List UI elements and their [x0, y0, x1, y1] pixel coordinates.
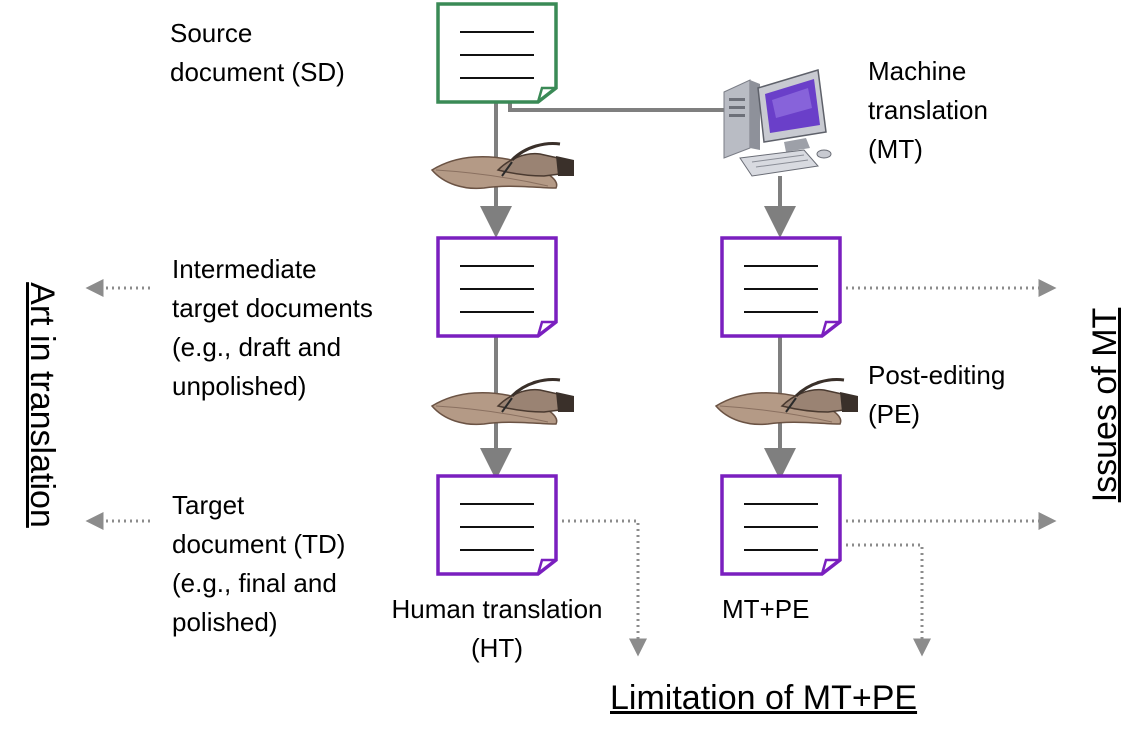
- source-document-icon: [436, 2, 558, 104]
- target-document-label: Target document (TD) (e.g., final and po…: [172, 490, 346, 637]
- post-editing-label: Post-editing (PE): [868, 360, 1006, 429]
- quill-hand-icon: [430, 378, 576, 426]
- mtpe-target-document-icon: [720, 474, 842, 576]
- quill-hand-icon: [430, 142, 576, 190]
- intermediate-ht-document-icon: [436, 236, 558, 338]
- art-in-translation-heading: Art in translation: [23, 282, 61, 528]
- human-translation-label: Human translation (HT): [391, 594, 603, 663]
- intermediate-target-label: Intermediate target documents (e.g., dra…: [172, 254, 373, 401]
- dotted-arrow-ht-to-limitation: [562, 519, 647, 657]
- computer-icon: [723, 69, 832, 177]
- dotted-arrow-mtpe-to-limitation: [846, 543, 931, 657]
- ht-target-document-icon: [436, 474, 558, 576]
- limitation-heading: Limitation of MT+PE: [610, 679, 918, 717]
- intermediate-mt-document-icon: [720, 236, 842, 338]
- issues-of-mt-heading: Issues of MT: [1086, 307, 1124, 503]
- connector-sd-to-mt: [508, 100, 730, 112]
- mt-pe-label: MT+PE: [722, 594, 810, 624]
- quill-hand-icon: [714, 378, 860, 426]
- source-document-label: Source document (SD): [170, 18, 345, 87]
- machine-translation-label: Machine translation (MT): [868, 56, 988, 164]
